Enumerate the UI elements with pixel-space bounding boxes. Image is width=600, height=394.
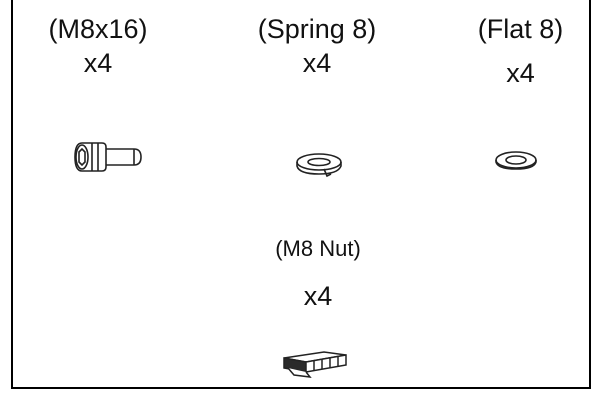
part-quantity: x4	[302, 48, 332, 78]
part-flat-8: (Flat 8) x4	[453, 14, 588, 88]
part-quantity: x4	[83, 48, 113, 78]
part-m8-nut: (M8 Nut) x4	[243, 236, 393, 311]
part-quantity: x4	[303, 281, 333, 311]
part-code: (Spring 8)	[257, 14, 377, 44]
spring-lock-washer-icon	[294, 150, 346, 178]
flat-washer-icon	[493, 148, 539, 174]
part-code: (M8x16)	[48, 14, 148, 44]
part-m8x16: (M8x16) x4	[18, 14, 178, 78]
socket-head-cap-screw-icon	[72, 140, 144, 174]
t-slot-nut-icon	[280, 346, 350, 380]
part-code: (Flat 8)	[477, 14, 564, 44]
part-code: (M8 Nut)	[275, 236, 361, 261]
part-spring-8: (Spring 8) x4	[232, 14, 402, 78]
hardware-kit-frame	[11, 0, 591, 389]
part-quantity: x4	[506, 58, 535, 88]
